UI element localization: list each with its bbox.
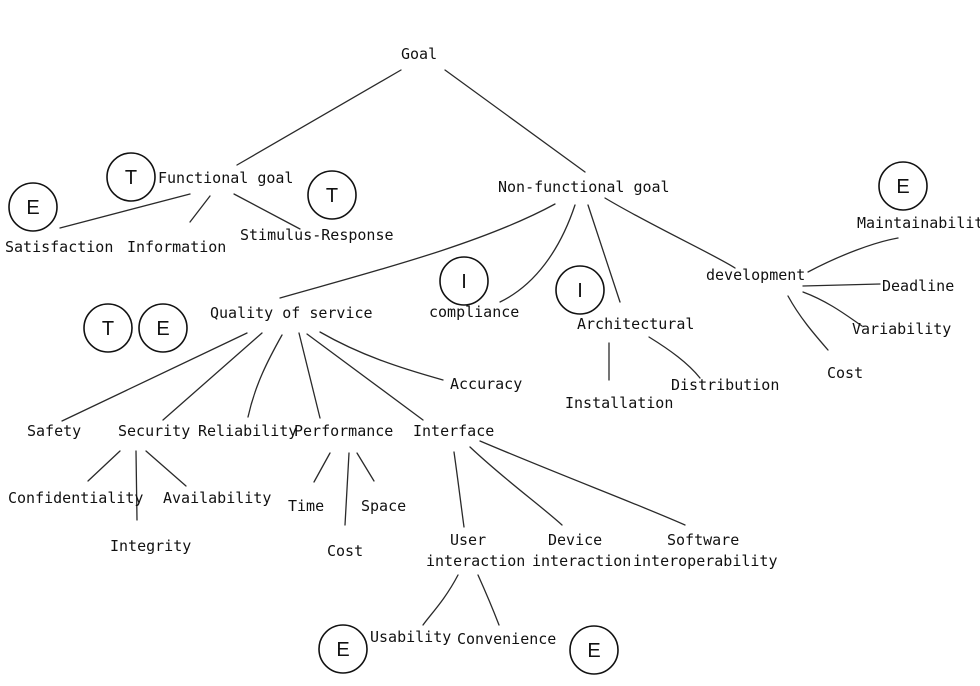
node-performance-cost: Cost (327, 542, 363, 560)
edge-qos-accuracy (319, 331, 444, 381)
node-performance: Performance (294, 422, 393, 440)
node-user-interaction-line-1: User (450, 531, 486, 549)
badge-stimulus-t-letter: T (326, 185, 338, 207)
edge-user-convenience (477, 574, 500, 626)
edge-qos-safety (61, 332, 248, 422)
node-installation: Installation (565, 394, 673, 412)
badge-satisfaction-e-letter: E (26, 197, 39, 219)
badge-compliance-i-letter: I (461, 271, 467, 293)
node-time: Time (288, 497, 324, 515)
edge-functional-satisfaction (59, 193, 191, 229)
edge-nonfunctional-compliance (499, 204, 576, 303)
badge-functional-t-letter: T (125, 167, 137, 189)
node-user-interaction-line-2: interaction (426, 552, 525, 570)
node-deadline: Deadline (882, 277, 954, 295)
edge-nonfunctional-architectural (587, 204, 621, 303)
edge-nonfunctional-qos (279, 203, 556, 299)
node-labels: Goal Functional goal Non-functional goal… (5, 45, 980, 648)
edge-functional-stimulus (233, 193, 301, 230)
badge-qos-e-letter: E (156, 318, 169, 340)
edge-development-variability (802, 291, 863, 327)
node-development: development (706, 266, 805, 284)
node-functional-goal: Functional goal (158, 169, 293, 187)
badge-convenience-e: E (569, 625, 619, 675)
node-variability: Variability (852, 320, 951, 338)
node-compliance: compliance (429, 303, 519, 321)
node-device-interaction-line-1: Device (548, 531, 602, 549)
badge-satisfaction-e: E (8, 182, 58, 232)
badge-architectural-i-letter: I (577, 280, 583, 302)
node-interface: Interface (413, 422, 494, 440)
edges (59, 69, 899, 626)
edge-qos-reliability (247, 334, 283, 418)
badge-qos-t: T (83, 303, 133, 353)
edge-interface-user (453, 451, 465, 528)
badges: T T E E I I T E (8, 152, 928, 675)
edge-development-deadline (802, 283, 881, 287)
badge-stimulus-t: T (307, 170, 357, 220)
node-distribution: Distribution (671, 376, 779, 394)
node-confidentiality: Confidentiality (8, 489, 143, 507)
node-reliability: Reliability (198, 422, 297, 440)
badge-convenience-e-letter: E (587, 640, 600, 662)
edge-security-confidentiality (87, 450, 121, 482)
badge-usability-e-letter: E (336, 639, 349, 661)
edge-qos-interface (306, 333, 424, 421)
edge-goal-nonfunctional (444, 69, 586, 173)
node-non-functional-goal: Non-functional goal (498, 178, 670, 196)
badge-maintainability-e: E (878, 161, 928, 211)
edge-goal-functional (236, 69, 402, 166)
edge-performance-time (313, 452, 331, 483)
edge-user-usability (422, 574, 459, 626)
edge-performance-cost (344, 452, 350, 526)
node-integrity: Integrity (110, 537, 191, 555)
edge-security-integrity (135, 450, 138, 521)
edge-qos-performance (298, 332, 321, 419)
edge-performance-space (356, 452, 375, 482)
edge-qos-security (162, 332, 263, 421)
edge-development-cost (787, 295, 829, 351)
node-quality-of-service: Quality of service (210, 304, 373, 322)
badge-maintainability-e-letter: E (896, 176, 909, 198)
badge-qos-e: E (138, 303, 188, 353)
node-goal: Goal (401, 45, 437, 63)
edge-interface-software (479, 440, 686, 526)
node-stimulus-response: Stimulus-Response (240, 226, 394, 244)
node-space: Space (361, 497, 406, 515)
node-availability: Availability (163, 489, 271, 507)
node-device-interaction-line-2: interaction (532, 552, 631, 570)
node-architectural: Architectural (577, 315, 694, 333)
badge-functional-t: T (106, 152, 156, 202)
edge-security-availability (145, 450, 187, 487)
node-security: Security (118, 422, 190, 440)
node-accuracy: Accuracy (450, 375, 522, 393)
node-maintainability: Maintainability (857, 214, 980, 232)
badge-compliance-i: I (439, 256, 489, 306)
edge-nonfunctional-development (604, 197, 736, 269)
edge-interface-device (469, 446, 563, 526)
edge-development-maintainability (807, 237, 899, 273)
edge-architectural-distribution (648, 336, 701, 379)
badge-usability-e: E (318, 624, 368, 674)
node-usability: Usability (370, 628, 451, 646)
node-software-interop-line-2: interoperability (633, 552, 778, 570)
node-information: Information (127, 238, 226, 256)
node-safety: Safety (27, 422, 81, 440)
badge-architectural-i: I (555, 265, 605, 315)
node-development-cost: Cost (827, 364, 863, 382)
node-software-interop-line-1: Software (667, 531, 739, 549)
badge-qos-t-letter: T (102, 318, 114, 340)
node-convenience: Convenience (457, 630, 556, 648)
node-satisfaction: Satisfaction (5, 238, 113, 256)
edge-functional-information (189, 195, 211, 223)
